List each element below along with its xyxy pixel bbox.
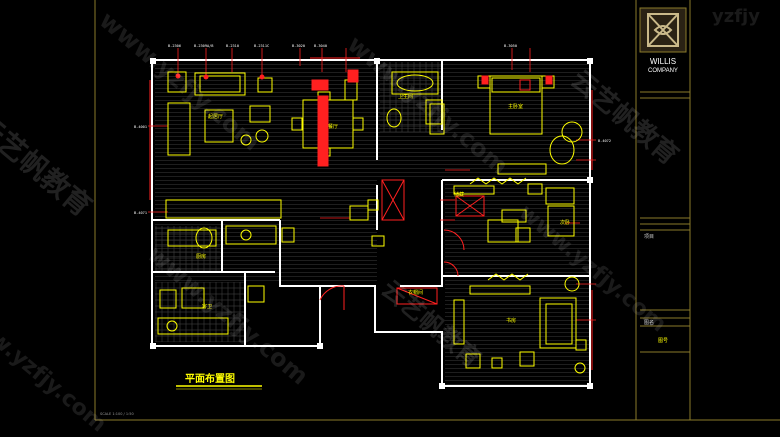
- annotation-leaders: [148, 48, 596, 321]
- company-name-line2: COMPANY: [648, 68, 678, 74]
- scale-note: SCALE 1:100 / 1:50: [100, 412, 134, 416]
- tag: B-3040: [314, 44, 327, 48]
- room-label-second-bedroom: 次卧: [560, 219, 570, 226]
- room-label-living: 起居厅: [208, 114, 223, 120]
- room-label-kitchen: 厨房: [196, 253, 206, 260]
- annotation-tags: B-2306 B-2309A/B B-2310 B-2311C B-3020 B…: [134, 44, 611, 215]
- title-block-label-project: 项目: [644, 234, 654, 240]
- walls: [151, 59, 591, 387]
- tag: B-3020: [292, 44, 305, 48]
- title-block: WILLIS COMPANY 项目 图名 图号: [639, 7, 690, 353]
- room-label-dining: 餐厅: [328, 123, 338, 130]
- tag: B-2310: [226, 44, 239, 48]
- doors-and-windows: [149, 57, 593, 370]
- tag: B-2309A/B: [194, 44, 213, 48]
- wall-columns: [150, 58, 593, 389]
- tag: B-4001: [134, 125, 147, 129]
- tag: B-4072: [598, 139, 611, 143]
- sheet-frame: [94, 0, 780, 421]
- company-logo: [647, 13, 679, 47]
- tag: B-2311C: [254, 44, 269, 48]
- room-label-bath: 卫生间: [398, 93, 413, 100]
- furniture: [157, 71, 587, 374]
- tag: B-2306: [168, 44, 181, 48]
- company-name-line1: WILLIS: [650, 57, 676, 66]
- room-label-powder: 客卫: [202, 303, 212, 310]
- plan-title: 平面布置图: [185, 372, 235, 385]
- tag: B-4071: [134, 211, 147, 215]
- room-label-study: 书房: [506, 317, 516, 324]
- tag: B-3050: [504, 44, 517, 48]
- title-block-label-drawing: 图名: [644, 319, 654, 326]
- room-label-wardrobe: 衣帽间: [408, 289, 423, 296]
- floor-finish: [155, 62, 589, 386]
- title-block-label-number: 图号: [658, 338, 668, 344]
- plan-title-block: 平面布置图 SCALE 1:100 / 1:50: [100, 372, 262, 416]
- room-label-storage: 储藏: [454, 191, 464, 198]
- room-labels: 起居厅 餐厅 主卧室 卫生间 次卧 书房 厨房 客卫 衣帽间 储藏: [196, 93, 570, 324]
- furniture-accents: [175, 69, 553, 167]
- room-label-master-bedroom: 主卧室: [508, 103, 523, 110]
